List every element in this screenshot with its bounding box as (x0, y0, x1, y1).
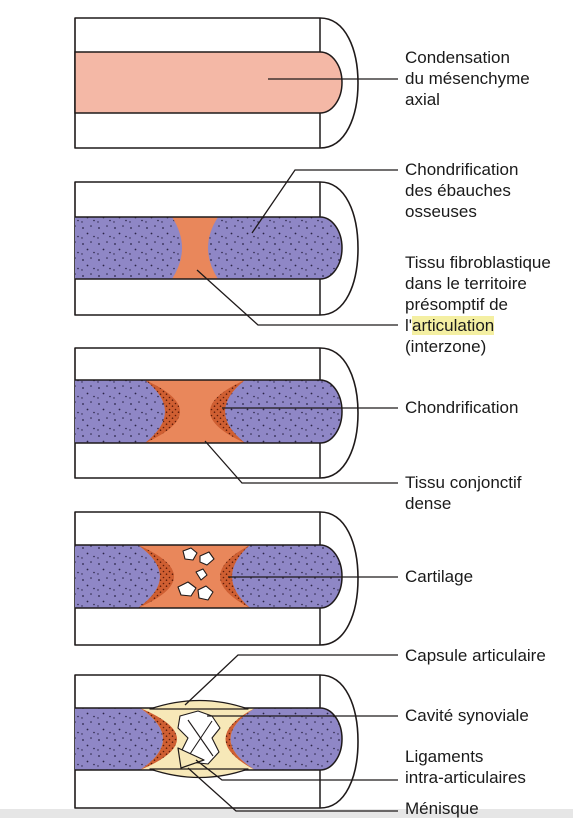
panel-chondrification-ebauches (75, 170, 398, 325)
axial-mesenchyme-condensation (75, 52, 342, 113)
label-chondrification-ebauches: Chondrification des ébauches osseuses (405, 159, 570, 222)
label-line: Cavité synoviale (405, 705, 570, 726)
label-line: Ligaments (405, 746, 570, 767)
label-line: Cartilage (405, 566, 570, 587)
label-cartilage: Cartilage (405, 566, 570, 587)
label-cavite: Cavité synoviale (405, 705, 570, 726)
label-line: Chondrification (405, 159, 570, 180)
label-line: présomptif de (405, 294, 570, 315)
label-condensation: Condensation du mésenchyme axial (405, 47, 570, 110)
panel-chondrification (75, 348, 398, 483)
label-line: axial (405, 89, 570, 110)
panel-condensation (75, 18, 398, 148)
label-line: Capsule articulaire (405, 645, 570, 666)
label-line: du mésenchyme (405, 68, 570, 89)
label-line: Chondrification (405, 397, 570, 418)
label-chondrification: Chondrification (405, 397, 570, 418)
panel-synovial-joint (75, 655, 398, 811)
panel-cartilage (75, 512, 398, 645)
label-ligaments: Ligaments intra-articulaires (405, 746, 570, 788)
label-capsule: Capsule articulaire (405, 645, 570, 666)
label-line: Condensation (405, 47, 570, 68)
label-line: Tissu conjonctif (405, 472, 570, 493)
label-menisque: Ménisque (405, 800, 570, 818)
label-tissu-conjonctif: Tissu conjonctif dense (405, 472, 570, 514)
label-line: Ménisque (405, 800, 570, 818)
label-line: des ébauches (405, 180, 570, 201)
label-line: Tissu fibroblastique (405, 252, 570, 273)
label-line: dense (405, 493, 570, 514)
articulation-prefix: l' (405, 316, 412, 335)
label-line-articulation: l'articulation (405, 315, 570, 336)
label-line: (interzone) (405, 336, 570, 357)
label-line: dans le territoire (405, 273, 570, 294)
label-tissu-fibroblastique: Tissu fibroblastique dans le territoire … (405, 252, 570, 357)
articulation-highlight: articulation (412, 316, 494, 335)
label-line: osseuses (405, 201, 570, 222)
label-line: intra-articulaires (405, 767, 570, 788)
